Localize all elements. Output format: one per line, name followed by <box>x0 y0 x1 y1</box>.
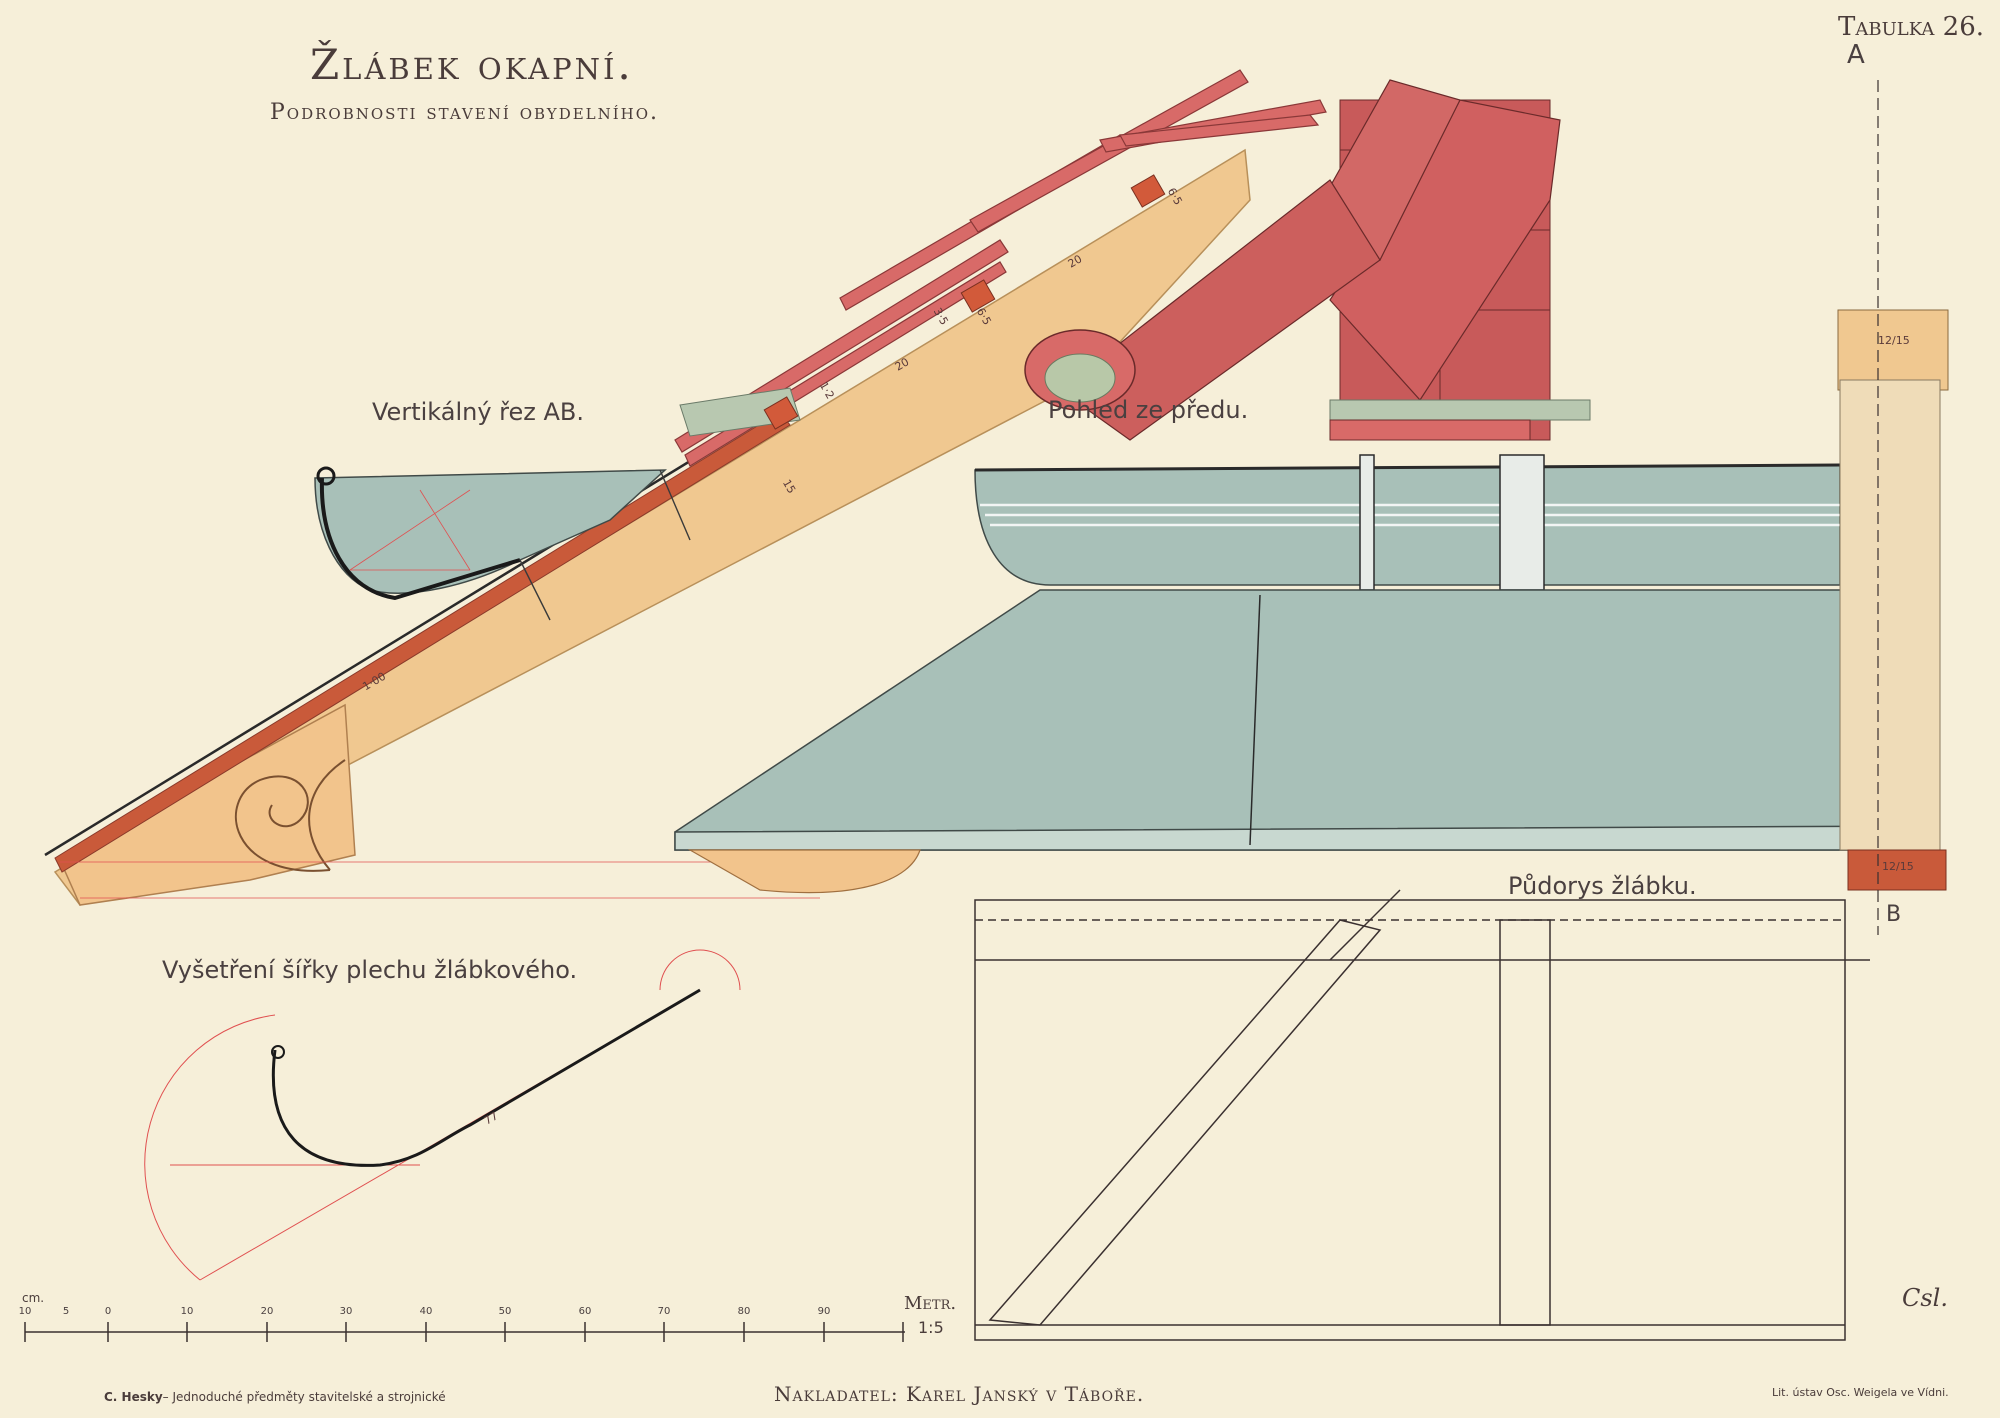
plate-title: Žlábek okapní. <box>310 40 634 89</box>
scale-tick: 90 <box>817 1306 831 1317</box>
scale-unit: cm. <box>22 1291 45 1305</box>
vertical-section-drawing <box>44 69 1327 906</box>
scale-metr-label: Metr. <box>904 1293 957 1314</box>
plan-strap-diagonal <box>988 919 1382 1326</box>
label-plan: Půdorys žlábku. <box>1508 872 1697 900</box>
apron-sheet <box>674 589 1921 851</box>
scale-tick: 60 <box>578 1306 592 1317</box>
ridge-end-mortar <box>1044 353 1116 403</box>
apron-seam <box>1249 594 1261 846</box>
footer-printer: Lit. ústav Osc. Weigela ve Vídni. <box>1772 1386 1949 1399</box>
scale-tick: 80 <box>737 1306 751 1317</box>
mortar-pads <box>679 387 801 437</box>
scroll-ornament <box>235 759 346 872</box>
nails <box>519 469 691 621</box>
scale-tick: 0 <box>104 1306 112 1317</box>
gutter-bead <box>316 466 336 486</box>
gutter-hook <box>319 477 521 601</box>
series-name: – Jednoduché předměty stavitelské a stro… <box>162 1390 446 1404</box>
beam-size-top: 12/15 <box>1878 334 1910 347</box>
plan-outline <box>974 899 1846 1341</box>
construction-arcs <box>144 949 741 1281</box>
scale-bar <box>24 1322 905 1342</box>
sheet-profile <box>271 988 701 1167</box>
scale-tick: 70 <box>657 1306 671 1317</box>
scale-tick: 10 <box>18 1306 32 1317</box>
plate-subtitle: Podrobnosti stavení obydelního. <box>270 100 660 125</box>
roof-laths <box>763 174 1166 430</box>
footer-author: C. Hesky– Jednoduché předměty stavitelsk… <box>104 1390 446 1404</box>
table-number: Tabulka 26. <box>1838 12 1985 42</box>
rafter <box>53 148 1251 906</box>
gutter-hooks <box>1359 454 1545 591</box>
plan-drawing <box>974 889 1870 1341</box>
label-vertical-section: Vertikálný řez AB. <box>372 398 585 426</box>
gutter-rim <box>974 463 1841 472</box>
roof-board <box>54 411 791 873</box>
ridge-tiles-lower <box>1058 179 1381 441</box>
signature: Csl. <box>1902 1284 1948 1312</box>
section-construction-lines <box>60 489 820 899</box>
gutter-stripes <box>980 503 1840 527</box>
plan-strap-vertical <box>1499 919 1551 1326</box>
footer-publisher: Nakladatel: Karel Janský v Táboře. <box>774 1382 1145 1406</box>
label-sheet-width: Vyšetření šířky plechu žlábkového. <box>162 956 578 984</box>
label-front-view: Pohled ze předu. <box>1048 396 1249 424</box>
scale-tick: 5 <box>62 1306 70 1317</box>
author-name: C. Hesky <box>104 1390 163 1404</box>
mortar-bed <box>1329 399 1591 421</box>
lower-beam <box>59 703 356 906</box>
wall-beam <box>1837 309 1949 391</box>
sheet-bead <box>271 1045 285 1059</box>
sheet-width-drawing <box>144 949 741 1281</box>
apron-wood <box>687 849 921 894</box>
scale-tick: 20 <box>260 1306 274 1317</box>
front-view-drawing <box>674 79 1949 935</box>
scale-ratio: 1:5 <box>918 1318 944 1337</box>
scale-tick: 50 <box>498 1306 512 1317</box>
beam-size-bottom: 12/15 <box>1882 860 1914 873</box>
right-wall-column <box>1839 379 1941 851</box>
section-mark-a: A <box>1847 40 1865 70</box>
section-mark-b: B <box>1886 902 1902 927</box>
scale-tick: 30 <box>339 1306 353 1317</box>
scale-tick: 40 <box>419 1306 433 1317</box>
scale-tick: 10 <box>180 1306 194 1317</box>
lower-beam-block <box>1847 849 1947 891</box>
eave-tile <box>1329 419 1531 441</box>
